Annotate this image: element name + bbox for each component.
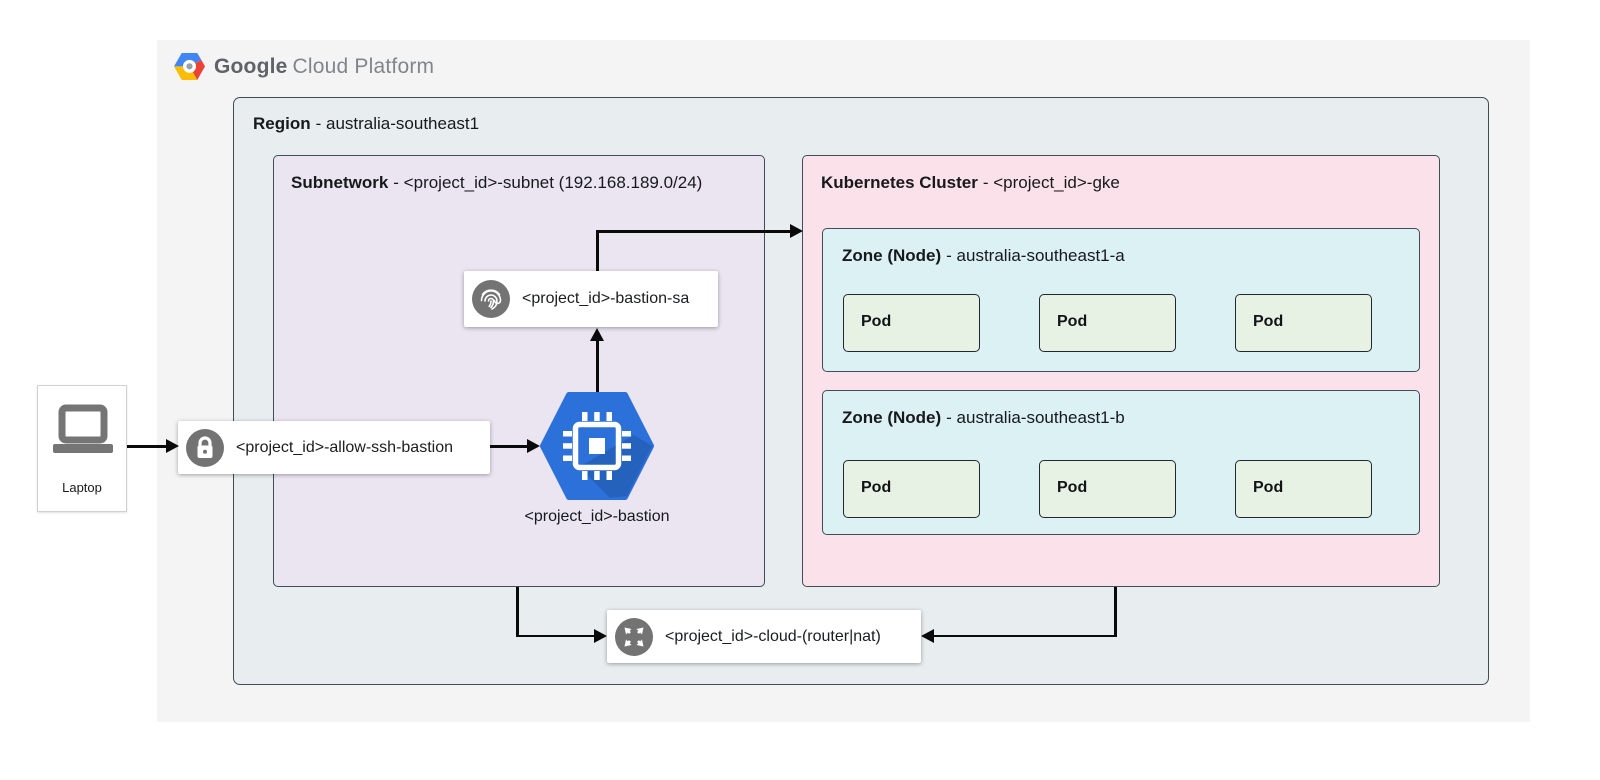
pod-box: Pod: [1235, 294, 1372, 352]
region-title: Region: [253, 114, 311, 133]
compute-engine-hexagon-icon: [540, 392, 654, 500]
lock-icon: [186, 428, 224, 467]
cloud-router-nat-node: <project_id>-cloud-(router|nat): [607, 610, 921, 663]
pod-box: Pod: [1039, 460, 1176, 518]
bastion-label: <project_id>-bastion: [524, 508, 670, 525]
pod-label: Pod: [1057, 479, 1088, 496]
firewall-rule-node: <project_id>-allow-ssh-bastion: [178, 421, 490, 474]
firewall-rule-label: <project_id>-allow-ssh-bastion: [236, 438, 453, 456]
zone-a-name: - australia-southeast1-a: [946, 246, 1125, 265]
pod-box: Pod: [1039, 294, 1176, 352]
pod-label: Pod: [1253, 313, 1284, 330]
kubernetes-cluster-header: Kubernetes Cluster- <project_id>-gke: [821, 173, 1120, 193]
subnetwork-name: - <project_id>-subnet (192.168.189.0/24): [393, 173, 703, 192]
service-account-label: <project_id>-bastion-sa: [522, 290, 690, 307]
logo-google-text: Google: [214, 54, 288, 78]
kubernetes-cluster-title: Kubernetes Cluster: [821, 173, 978, 192]
pod-label: Pod: [861, 479, 892, 496]
zone-a-title: Zone (Node): [842, 246, 942, 265]
pod-box: Pod: [843, 294, 980, 352]
region-header: Region- australia-southeast1: [253, 114, 479, 134]
subnetwork-box: [273, 155, 765, 587]
pod-box: Pod: [1235, 460, 1372, 518]
zone-b-header: Zone (Node)- australia-southeast1-b: [842, 408, 1125, 428]
kubernetes-cluster-name: - <project_id>-gke: [982, 173, 1120, 192]
router-nat-arrows-icon: [615, 617, 653, 656]
bastion-node: [539, 391, 655, 503]
laptop-node: Laptop: [37, 385, 127, 512]
subnetwork-header: Subnetwork- <project_id>-subnet (192.168…: [291, 173, 702, 193]
laptop-label: Laptop: [62, 480, 102, 495]
pod-label: Pod: [1057, 313, 1088, 330]
cloud-router-nat-label: <project_id>-cloud-(router|nat): [665, 627, 881, 645]
gcp-hexagon-logo-icon: [174, 53, 205, 80]
logo-suffix-text: Cloud Platform: [292, 54, 435, 78]
zone-b-title: Zone (Node): [842, 408, 942, 427]
pod-box: Pod: [843, 460, 980, 518]
zone-a-header: Zone (Node)- australia-southeast1-a: [842, 246, 1125, 266]
fingerprint-icon: [472, 280, 510, 318]
subnetwork-title: Subnetwork: [291, 173, 389, 192]
pod-label: Pod: [1253, 479, 1284, 496]
pod-label: Pod: [861, 313, 892, 330]
zone-b-name: - australia-southeast1-b: [946, 408, 1125, 427]
service-account-node: <project_id>-bastion-sa: [464, 271, 718, 327]
region-name: - australia-southeast1: [315, 114, 480, 133]
laptop-icon: [53, 404, 113, 453]
